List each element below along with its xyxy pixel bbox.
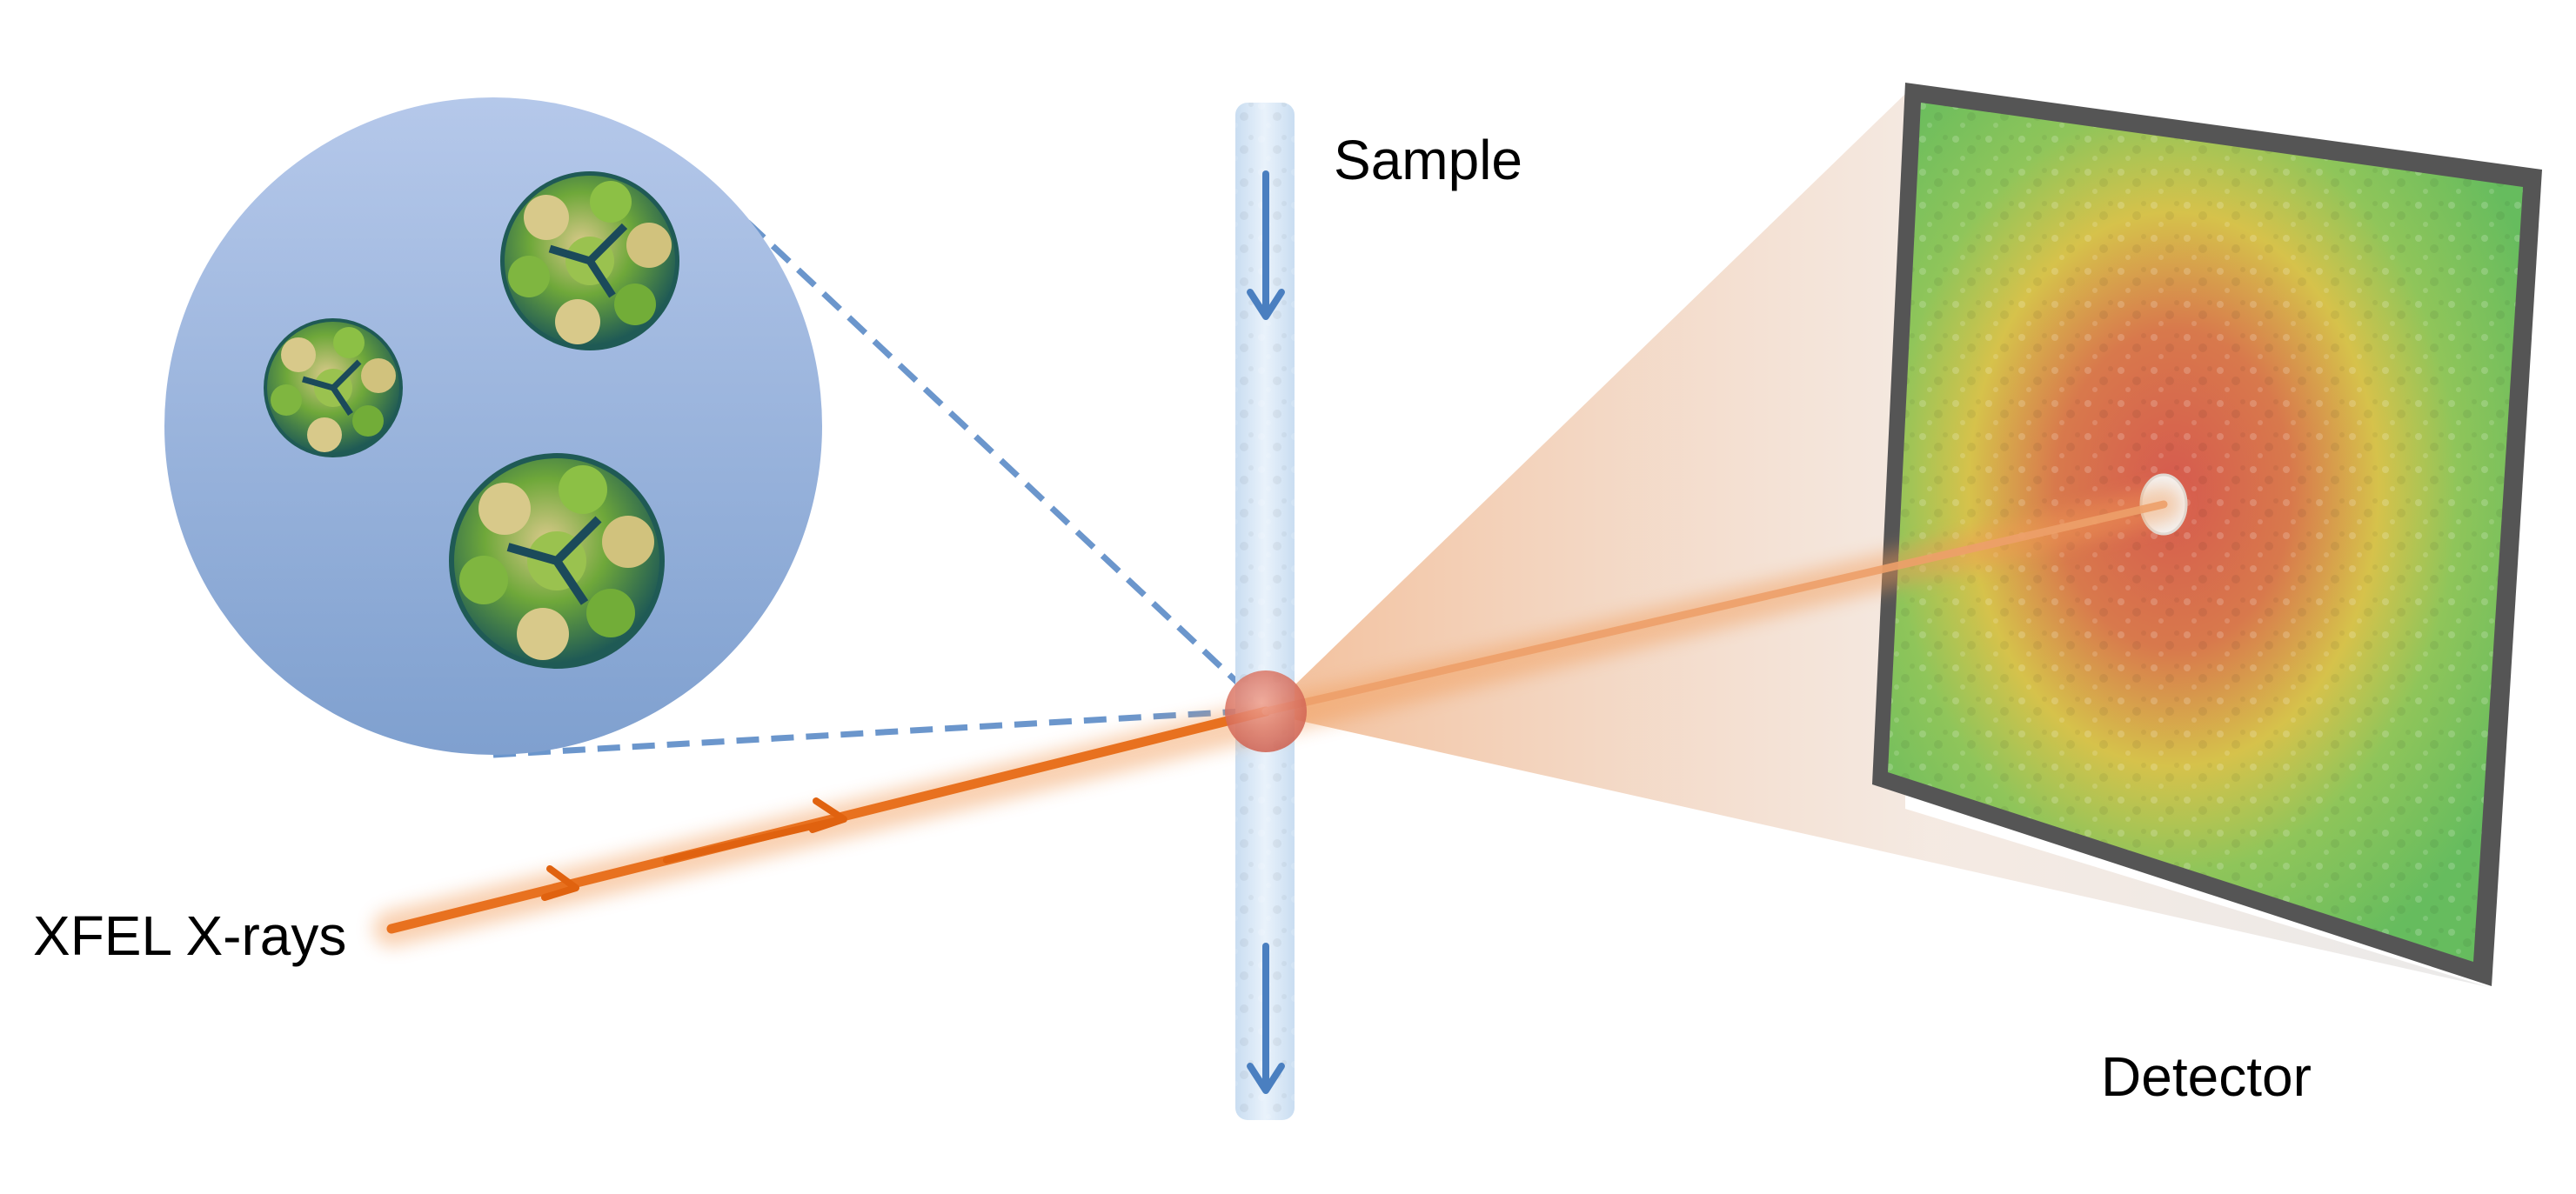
zoom-line-lower: [492, 708, 1243, 758]
virus-particle-icon: [264, 318, 403, 457]
detector-label: Detector: [2101, 1045, 2312, 1108]
scattering-cone: [1266, 94, 2488, 987]
arrow-down-icon: [1247, 170, 1285, 320]
virus-particle-icon: [500, 171, 679, 350]
xfel-xrays-label: XFEL X-rays: [33, 904, 347, 967]
zoom-line-upper: [719, 196, 1245, 690]
zoom-inset: [164, 97, 822, 755]
virus-particle-icon: [449, 453, 665, 669]
sample-stream: [1235, 103, 1295, 1120]
arrow-right-icon: [541, 865, 579, 901]
sample-label: Sample: [1334, 129, 1522, 191]
detector-speckle: [1888, 103, 2523, 962]
arrow-down-icon: [1247, 943, 1285, 1094]
arrow-right-icon: [663, 797, 847, 864]
detector: [1872, 83, 2542, 986]
interaction-point: [1225, 670, 1307, 752]
